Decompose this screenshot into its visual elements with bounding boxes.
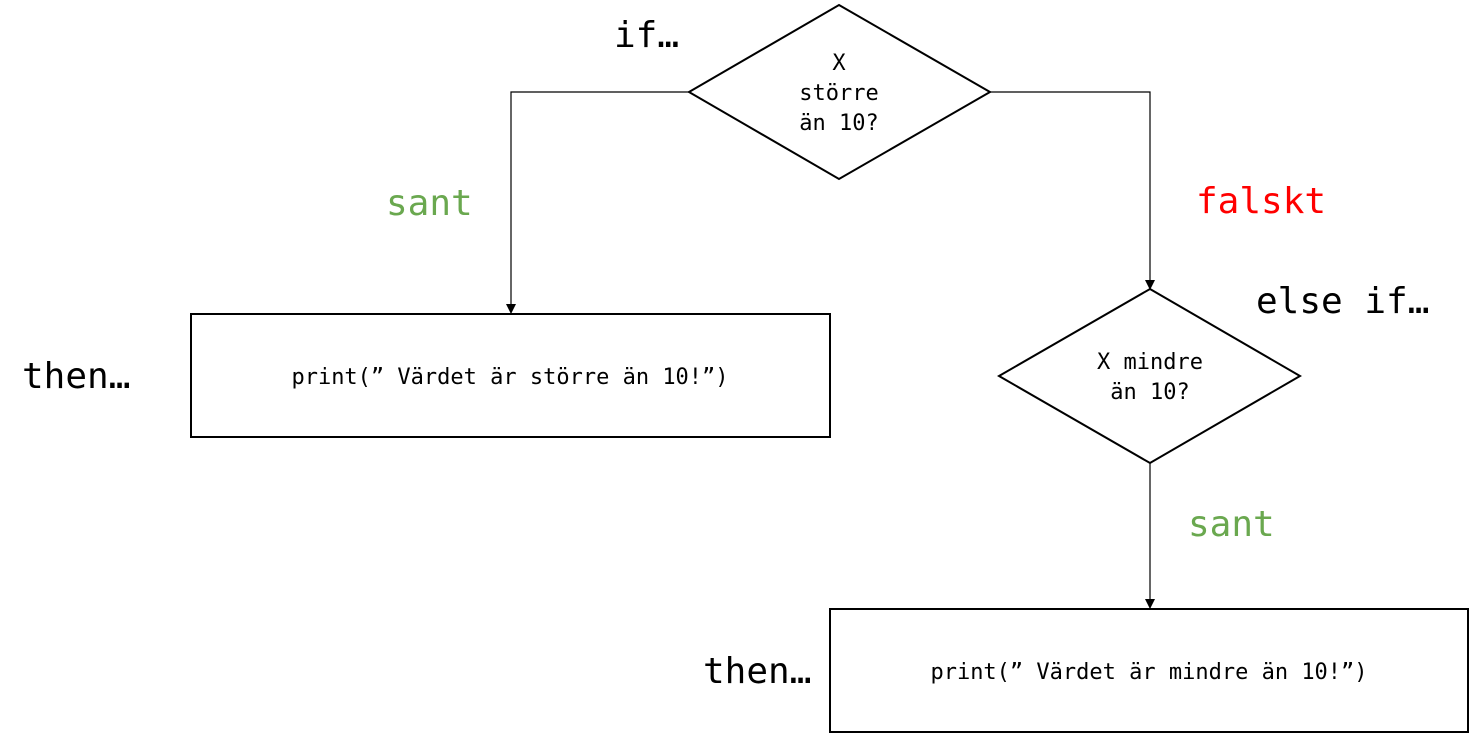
label-falskt: falskt xyxy=(1196,181,1326,222)
decision1-line1: X xyxy=(832,51,846,76)
decision-less-than-10 xyxy=(996,287,1302,465)
label-sant-1: sant xyxy=(386,183,473,224)
label-sant-2: sant xyxy=(1188,504,1275,545)
decision2-line1: X mindre xyxy=(1097,350,1203,375)
decision1-line2: större xyxy=(799,81,878,106)
process-box-greater-text: print(” Värdet är större än 10!”) xyxy=(291,365,728,390)
label-then-1: then… xyxy=(22,356,130,397)
decision2-line2: än 10? xyxy=(1110,380,1189,405)
label-then-2: then… xyxy=(703,651,811,692)
connector-true-1 xyxy=(506,91,689,314)
decision1-line3: än 10? xyxy=(799,111,878,136)
process-box-greater xyxy=(190,313,831,438)
decision-greater-than-10 xyxy=(687,3,993,181)
label-if: if… xyxy=(614,15,679,56)
label-else-if: else if… xyxy=(1256,281,1429,322)
connector-false-1 xyxy=(990,91,1155,290)
process-box-less xyxy=(829,608,1469,733)
process-box-less-text: print(” Värdet är mindre än 10!”) xyxy=(930,660,1367,685)
